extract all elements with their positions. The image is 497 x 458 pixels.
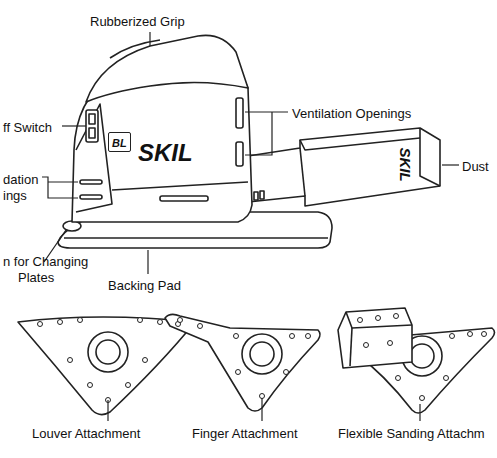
part-label: dation bbox=[3, 172, 38, 187]
part-label: Finger Attachment bbox=[192, 426, 298, 441]
part-label: ff Switch bbox=[3, 120, 52, 135]
part-label: Plates bbox=[18, 270, 54, 285]
part-label: Ventilation Openings bbox=[292, 106, 411, 121]
logo-badge: BL bbox=[108, 132, 131, 152]
part-label: ings bbox=[3, 188, 27, 203]
brand-logo: SKIL bbox=[397, 147, 414, 181]
part-label: n for Changing bbox=[3, 254, 88, 269]
badge-text: BL bbox=[112, 137, 127, 150]
part-label: Dust bbox=[462, 159, 489, 174]
part-label: Louver Attachment bbox=[32, 426, 140, 441]
part-label: Flexible Sanding Attachm bbox=[338, 426, 485, 441]
brand-logo: SKIL bbox=[138, 140, 193, 166]
part-label: Backing Pad bbox=[108, 278, 181, 293]
part-label: Rubberized Grip bbox=[90, 14, 185, 29]
